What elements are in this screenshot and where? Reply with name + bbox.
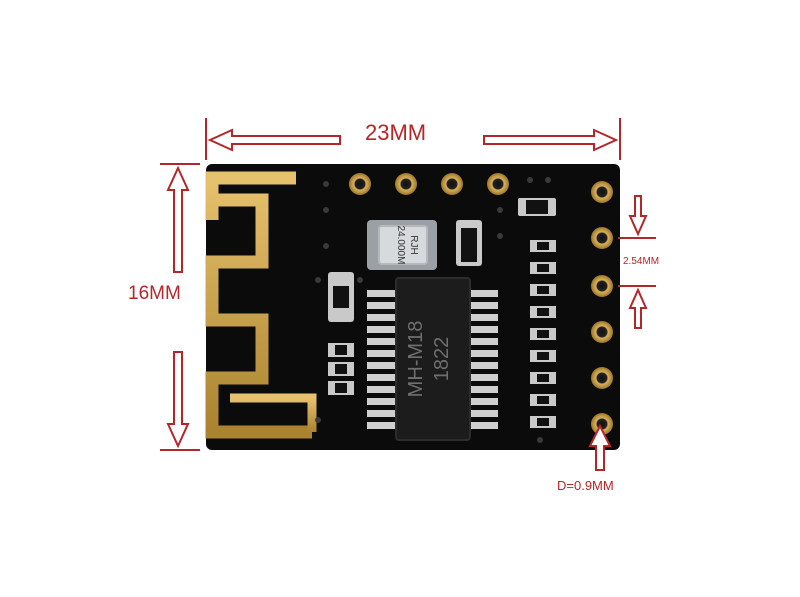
crystal-marking-2: RJH [408,235,419,254]
ic-marking-1: MH-M18 [405,321,427,398]
top-pin-row [349,173,509,195]
pitch-dimension [618,195,656,329]
pitch-label: 2.54MM [623,256,660,267]
height-dimension [160,163,200,451]
hole-dimension [588,423,612,471]
resistor-column [530,240,556,428]
crystal-marking-1: 24.000M [395,226,406,265]
main-ic [367,277,498,441]
width-dimension [205,118,621,160]
right-pin-row [591,181,613,435]
antenna-feed [230,393,317,432]
hole-diameter-label: D=0.9MM [557,478,614,493]
crystal-oscillator [367,220,437,270]
width-label: 23MM [365,120,427,145]
height-label: 16MM [128,283,181,304]
smd-components [328,198,556,395]
ic-marking-2: 1822 [431,337,453,382]
antenna-trace [205,171,312,439]
